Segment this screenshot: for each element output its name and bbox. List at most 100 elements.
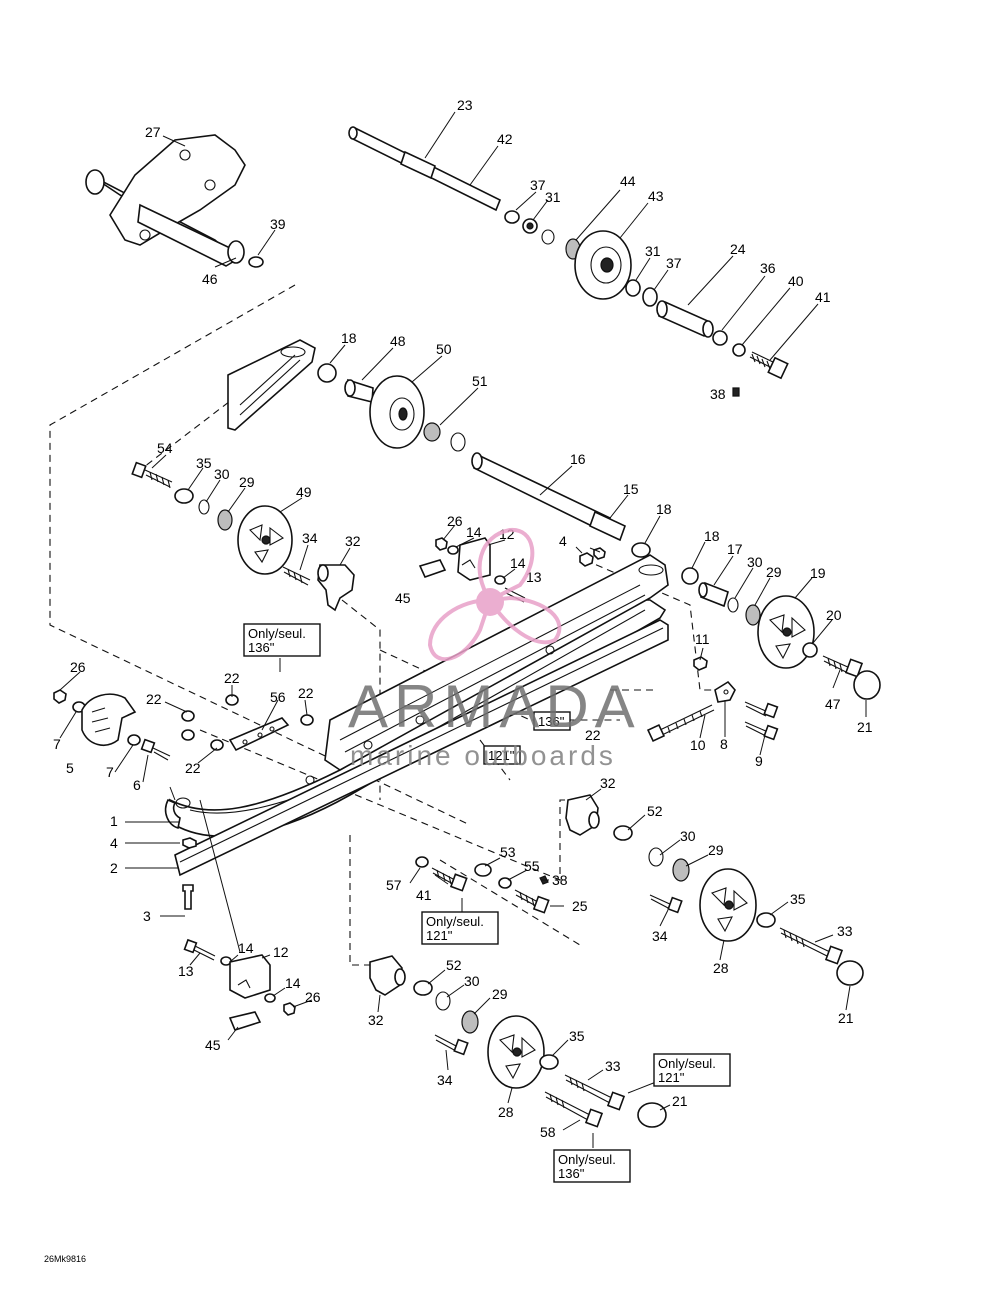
part-label: 26	[447, 513, 463, 529]
part-label: 29	[239, 474, 255, 490]
part-label: 37	[530, 177, 546, 193]
part-label: 31	[545, 189, 561, 205]
side-plate-assembly	[227, 339, 466, 452]
part-label: 26	[70, 659, 86, 675]
part-label: 22	[185, 760, 201, 776]
part-label: 5	[66, 760, 74, 776]
part-number-labels: 23 42 37 31 44 43 31 37 24 36 40 41 38 2…	[53, 97, 873, 1140]
part-label: 48	[390, 333, 406, 349]
rail-tag-136: 136"	[533, 711, 571, 731]
note-box-2: Only/seul. 121"	[421, 911, 499, 945]
part-label: 33	[837, 923, 853, 939]
part-label: 19	[810, 565, 826, 581]
watermark-brand: ARMADA	[348, 673, 641, 740]
part-label: 29	[708, 842, 724, 858]
rail-tag-136-text: 136"	[538, 714, 565, 729]
part-label: 30	[680, 828, 696, 844]
part-label: 45	[205, 1037, 221, 1053]
part-label: 46	[202, 271, 218, 287]
part-label: 53	[500, 844, 516, 860]
note-box-3: Only/seul. 121"	[653, 1053, 731, 1087]
lower-wheel-group	[369, 955, 667, 1128]
part-label: 50	[436, 341, 452, 357]
part-label: 57	[386, 877, 402, 893]
part-label: 30	[464, 973, 480, 989]
part-label: 30	[214, 466, 230, 482]
part-label: 8	[720, 736, 728, 752]
part-label: 12	[273, 944, 289, 960]
part-label: 15	[623, 481, 639, 497]
part-label: 18	[656, 501, 672, 517]
part-label: 22	[585, 727, 601, 743]
drawing-code: 26Mk9816	[44, 1254, 86, 1264]
part-label: 23	[457, 97, 473, 113]
part-label: 28	[498, 1104, 514, 1120]
part-label: 34	[652, 928, 668, 944]
part-label: 21	[838, 1010, 854, 1026]
part-label: 28	[713, 960, 729, 976]
watermark-tagline: marine outboards	[350, 740, 616, 771]
part-label: 43	[648, 188, 664, 204]
note-2-line-1: Only/seul.	[426, 914, 484, 929]
part-label: 54	[157, 440, 173, 456]
part-label: 47	[825, 696, 841, 712]
part-label: 25	[572, 898, 588, 914]
part-label: 14	[510, 555, 526, 571]
part-label: 22	[298, 685, 314, 701]
front-arm-bracket	[85, 134, 264, 268]
part-label: 58	[540, 1124, 556, 1140]
part-label: 38	[710, 386, 726, 402]
part-label: 27	[145, 124, 161, 140]
note-3-line-1: Only/seul.	[658, 1056, 716, 1071]
note-box-1: Only/seul. 136"	[243, 623, 321, 657]
part-label: 41	[815, 289, 831, 305]
part-label: 22	[146, 691, 162, 707]
part-label: 39	[270, 216, 286, 232]
part-label: 49	[296, 484, 312, 500]
part-label: 36	[760, 260, 776, 276]
part-label: 22	[224, 670, 240, 686]
center-bolt-group	[415, 856, 550, 914]
part-label: 51	[472, 373, 488, 389]
part-label: 45	[395, 590, 411, 606]
leader-lines	[59, 111, 867, 1148]
part-label: 52	[446, 957, 462, 973]
idler-wheel-43	[574, 230, 658, 307]
part-label: 42	[497, 131, 513, 147]
part-label: 14	[466, 524, 482, 540]
part-label: 3	[143, 908, 151, 924]
part-label: 2	[110, 860, 118, 876]
part-label: 14	[285, 975, 301, 991]
part-label: 29	[766, 564, 782, 580]
front-wheel-group	[131, 461, 355, 612]
note-4-line-2: 136"	[558, 1166, 585, 1181]
part-label: 20	[826, 607, 842, 623]
part-label: 34	[302, 530, 318, 546]
part-label: 40	[788, 273, 804, 289]
part-label: 7	[106, 764, 114, 780]
propeller-logo-icon	[427, 527, 562, 662]
part-label: 10	[690, 737, 706, 753]
part-label: 26	[305, 989, 321, 1005]
part-label: 18	[704, 528, 720, 544]
part-label: 37	[666, 255, 682, 271]
part-label: 56	[270, 689, 286, 705]
note-3-line-2: 121"	[658, 1070, 685, 1085]
mid-wheel-group	[565, 794, 864, 986]
note-1-line-2: 136"	[248, 640, 275, 655]
front-bumper-group	[53, 689, 314, 910]
part-label: 21	[672, 1093, 688, 1109]
part-label: 1	[110, 813, 118, 829]
part-label: 35	[569, 1028, 585, 1044]
part-label: 7	[53, 736, 61, 752]
part-label: 11	[695, 631, 710, 647]
part-label: 32	[368, 1012, 384, 1028]
part-label: 35	[196, 455, 212, 471]
part-label: 4	[559, 533, 567, 549]
note-1-line-1: Only/seul.	[248, 626, 306, 641]
part-label: 24	[730, 241, 746, 257]
part-label: 18	[341, 330, 357, 346]
part-label: 35	[790, 891, 806, 907]
note-4-line-1: Only/seul.	[558, 1152, 616, 1167]
part-label: 30	[747, 554, 763, 570]
